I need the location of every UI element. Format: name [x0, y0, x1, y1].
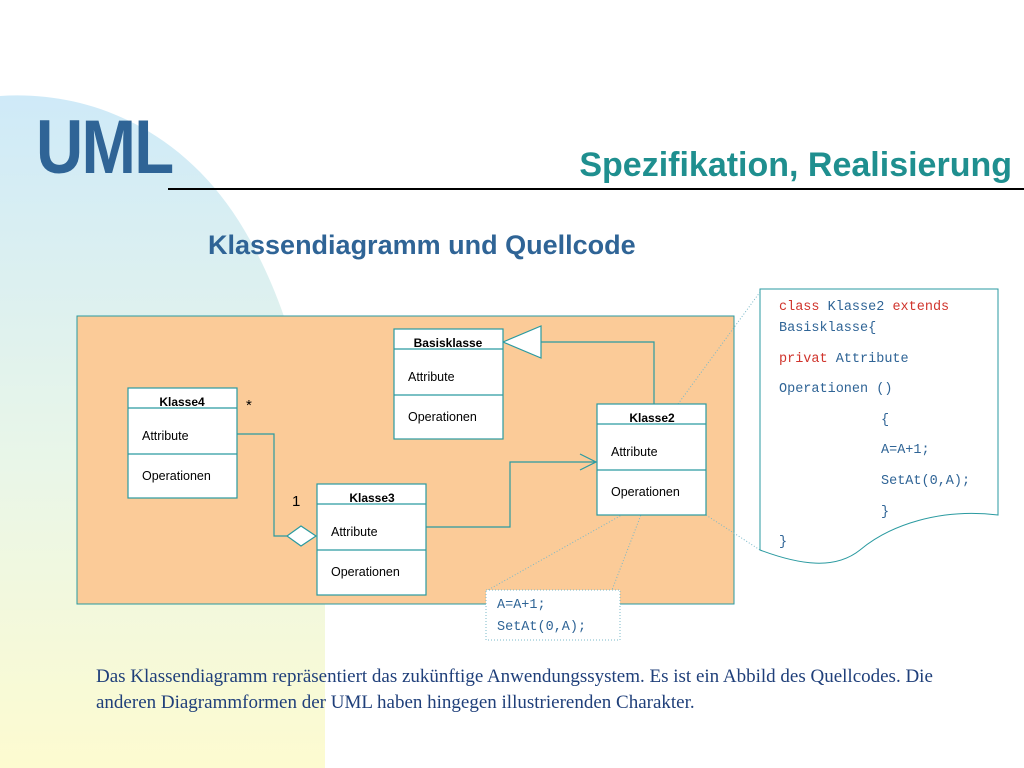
- class-attributes: Attribute: [142, 429, 189, 443]
- class-operations: Operationen: [408, 410, 477, 424]
- code-line: privat Attribute: [779, 352, 909, 367]
- multiplicity-one: 1: [292, 493, 300, 510]
- class-name: Klasse3: [349, 491, 395, 505]
- uml-logo: UML: [36, 105, 174, 190]
- method-line-1: A=A+1;: [497, 598, 546, 613]
- association-arrow: [426, 453, 598, 528]
- method-line-2: SetAt(0,A);: [497, 620, 586, 635]
- class-klasse4[interactable]: Klasse4 Attribute Operationen: [127, 387, 238, 499]
- class-attributes: Attribute: [408, 370, 455, 384]
- page-title: Spezifikation, Realisierung: [579, 146, 1012, 184]
- class-operations: Operationen: [331, 565, 400, 579]
- note-connectors: [487, 291, 761, 591]
- multiplicity-many: *: [246, 397, 252, 414]
- inheritance-arrow: [501, 325, 655, 404]
- class-klasse2[interactable]: Klasse2 Attribute Operationen: [596, 403, 707, 516]
- code-line: {: [881, 413, 889, 428]
- class-basisklasse[interactable]: Basisklasse Attribute Operationen: [393, 328, 504, 440]
- method-note: A=A+1; SetAt(0,A);: [485, 589, 621, 641]
- code-line: SetAt(0,A);: [881, 474, 970, 489]
- description-paragraph: Das Klassendiagramm repräsentiert das zu…: [96, 666, 933, 713]
- class-name: Klasse2: [629, 411, 675, 425]
- code-line: }: [779, 535, 787, 550]
- aggregation-link: [237, 433, 318, 547]
- class-diagram: * 1 Basisklasse Attribute Operationen Kl…: [76, 288, 999, 641]
- code-line: class Klasse2 extends: [779, 300, 949, 315]
- class-attributes: Attribute: [611, 445, 658, 459]
- class-name: Klasse4: [159, 395, 205, 409]
- class-name: Basisklasse: [414, 336, 483, 350]
- code-line: }: [881, 505, 889, 520]
- code-line: Basisklasse{: [779, 321, 876, 336]
- class-operations: Operationen: [142, 469, 211, 483]
- class-attributes: Attribute: [331, 525, 378, 539]
- class-klasse3[interactable]: Klasse3 Attribute Operationen: [316, 483, 427, 596]
- code-note: class Klasse2 extends Basisklasse{ priva…: [759, 288, 999, 564]
- class-operations: Operationen: [611, 485, 680, 499]
- code-line: Operationen (): [779, 382, 892, 397]
- title-divider: [168, 188, 1024, 190]
- code-line: A=A+1;: [881, 443, 930, 458]
- page-subtitle: Klassendiagramm und Quellcode: [208, 230, 636, 260]
